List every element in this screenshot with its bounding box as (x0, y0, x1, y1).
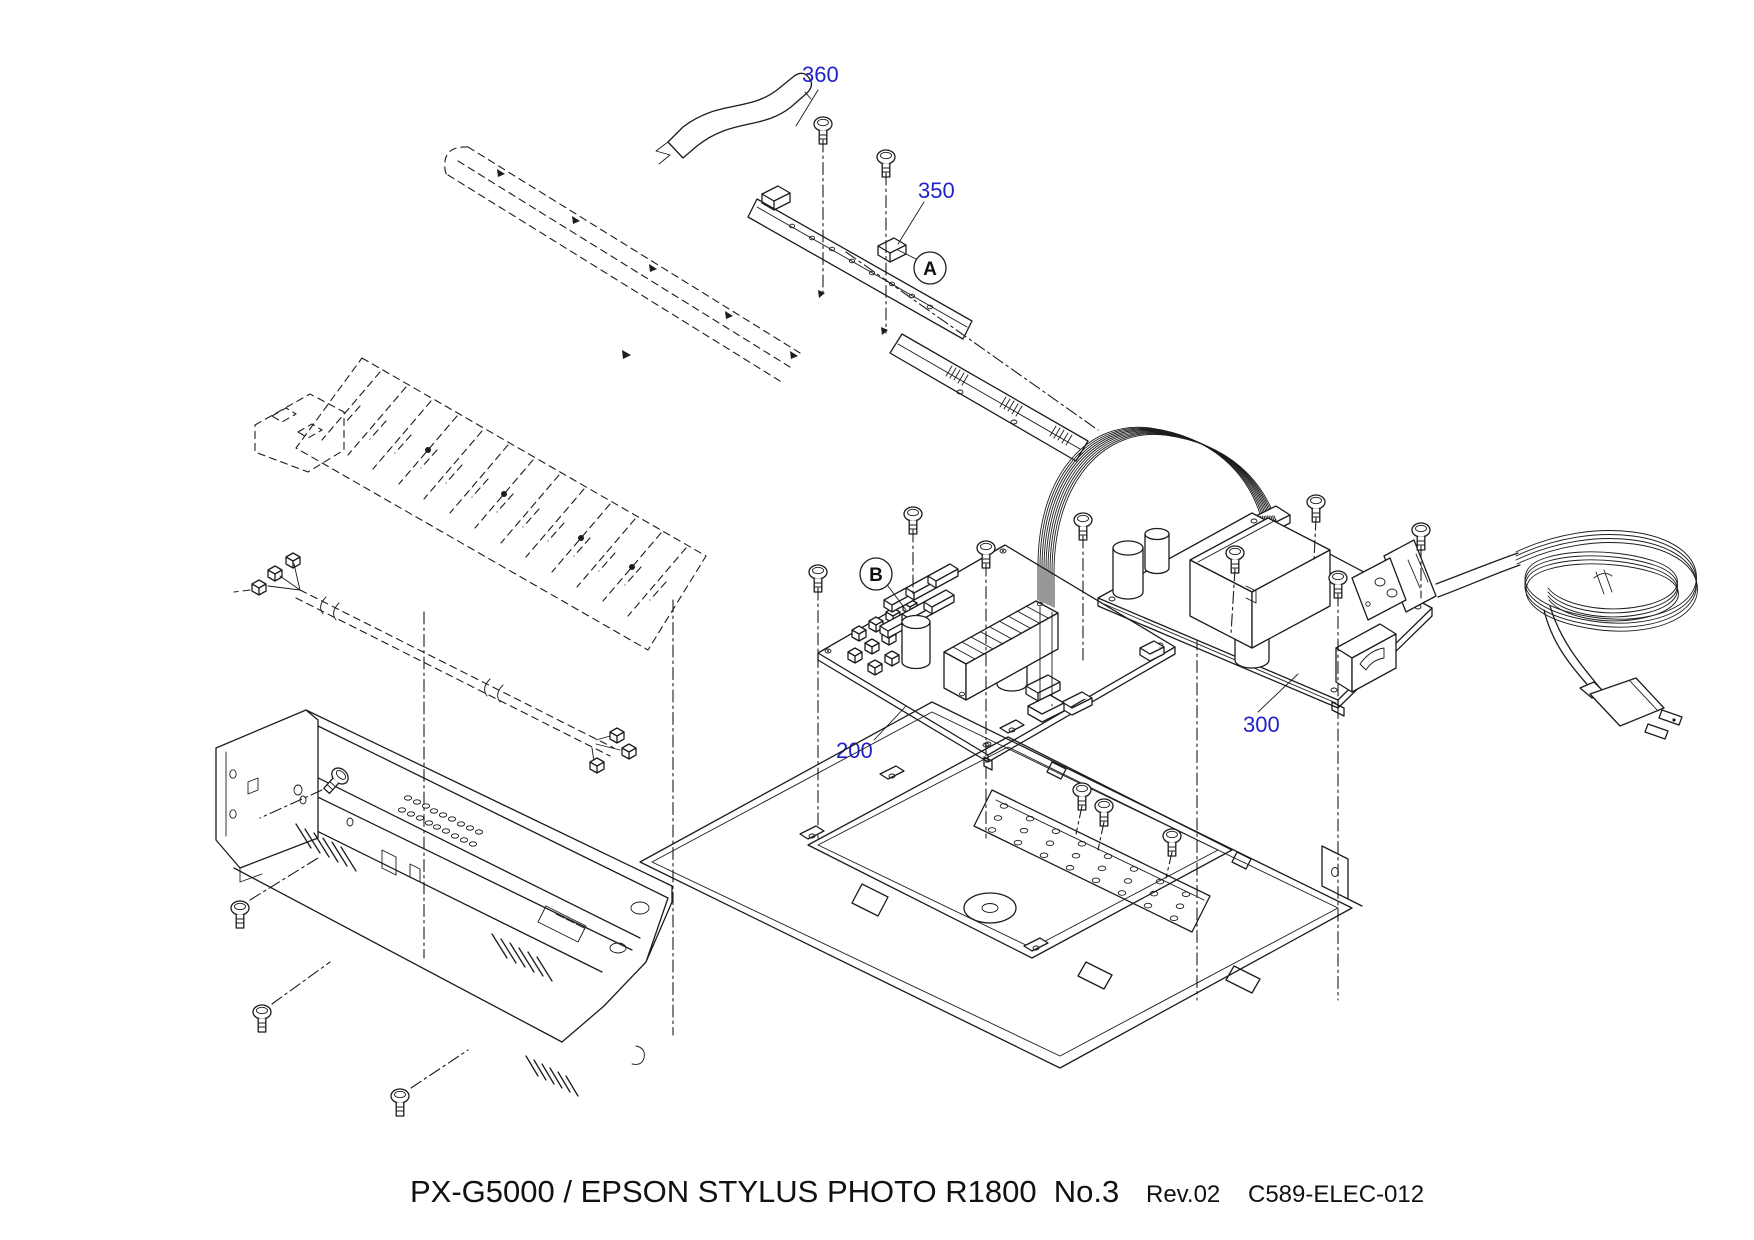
head-cover-plate (889, 333, 1089, 462)
ac-plug (1579, 677, 1683, 740)
heatsink (943, 600, 1059, 701)
connector-icon (621, 743, 637, 760)
power-cord (1435, 530, 1698, 740)
ac-inlet (1351, 539, 1437, 621)
callout-a-letter: A (923, 259, 937, 280)
connector-icon (267, 565, 283, 582)
screw-icon (252, 1004, 272, 1033)
revision-label: Rev.02 (1146, 1181, 1220, 1208)
leader-200 (873, 705, 907, 741)
board-connectors (1025, 640, 1165, 716)
chassis-end-plate (215, 709, 319, 883)
screw-icon (230, 900, 250, 929)
head-cable-assembly: 360 350 A (655, 62, 1099, 462)
part-label-300: 300 (1243, 712, 1280, 737)
part-label-200: 200 (836, 738, 873, 763)
grounding-clip-350 (877, 237, 907, 263)
connector-icon (285, 552, 301, 569)
callout-a: A (897, 249, 947, 285)
leader-300 (1257, 673, 1299, 713)
frame-comb-phantom (254, 350, 1305, 770)
part-label-350: 350 (918, 178, 955, 203)
leader-360 (795, 89, 819, 127)
connector-icon (609, 727, 625, 744)
encoder-strip-phantom (444, 146, 801, 382)
base-tray (639, 701, 1363, 1069)
document-number: C589-ELEC-012 (1248, 1181, 1424, 1208)
callout-b-letter: B (869, 565, 883, 586)
screw-icon (390, 1088, 410, 1117)
ffc-cable-360 (655, 72, 813, 165)
chassis-frame (215, 709, 673, 1117)
leader-350 (897, 201, 925, 245)
strip-clip-left (761, 185, 791, 211)
choke-coil (1335, 623, 1397, 693)
callout-b: B (859, 557, 907, 611)
title-block: PX-G5000 / EPSON STYLUS PHOTO R1800 No.3… (410, 1174, 1424, 1209)
transformer (1189, 517, 1331, 649)
diagram-title: PX-G5000 / EPSON STYLUS PHOTO R1800 No.3 (410, 1174, 1119, 1209)
projection-lines (423, 599, 1198, 1036)
connector-icon (589, 757, 605, 774)
perforated-wall (973, 789, 1211, 933)
encoder-board-strip (747, 198, 973, 340)
wire-harness (233, 552, 637, 774)
main-board-200: B 200 (808, 506, 1176, 839)
power-supply-300: 300 (1073, 494, 1437, 1001)
part-label-360: 360 (802, 62, 839, 87)
connector-icon (251, 579, 267, 596)
